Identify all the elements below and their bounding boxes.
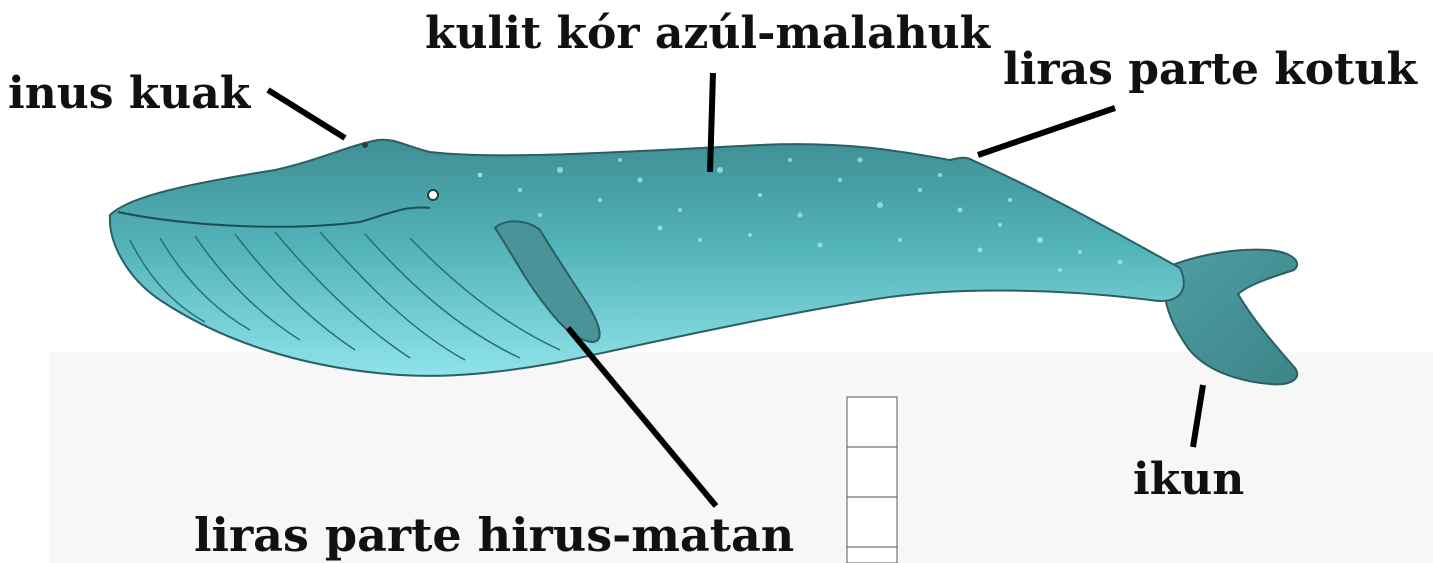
whale-body (110, 140, 1184, 376)
label-blowhole: inus kuak (8, 72, 250, 116)
legend-boxes (847, 397, 897, 563)
label-flipper: liras parte hirus-matan (194, 512, 794, 558)
leader-dorsal (978, 108, 1115, 155)
label-skin: kulit kór azúl-malahuk (425, 12, 990, 56)
leader-blowhole (268, 90, 345, 138)
label-dorsal-fin: liras parte kotuk (1003, 48, 1417, 92)
label-tail: ikun (1133, 458, 1244, 502)
leader-skin (710, 73, 713, 172)
blowhole-mark (362, 142, 368, 148)
eye (428, 190, 438, 200)
